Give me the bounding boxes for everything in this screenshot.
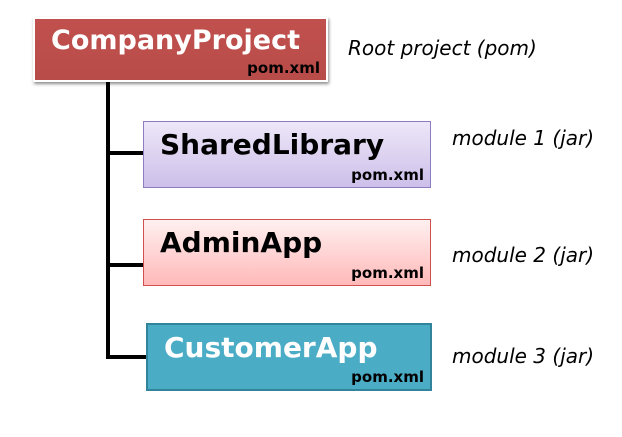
module-title: CustomerApp (164, 331, 378, 364)
root-project-caption: Root project (pom) (348, 36, 537, 60)
module-node-shared-library: SharedLibrary pom.xml (143, 121, 431, 188)
module-title: SharedLibrary (160, 128, 385, 161)
module-caption: module 1 (jar) (452, 126, 595, 150)
module-caption: module 2 (jar) (452, 243, 595, 267)
module-title: AdminApp (160, 226, 323, 259)
module-node-admin-app: AdminApp pom.xml (143, 219, 431, 286)
module-file: pom.xml (351, 368, 424, 386)
module-node-customer-app: CustomerApp pom.xml (146, 323, 432, 391)
root-project-title: CompanyProject (51, 25, 300, 56)
root-project-node: CompanyProject pom.xml (33, 17, 328, 82)
module-file: pom.xml (351, 264, 424, 282)
module-file: pom.xml (351, 166, 424, 184)
root-project-file: pom.xml (247, 59, 320, 77)
module-caption: module 3 (jar) (452, 344, 595, 368)
